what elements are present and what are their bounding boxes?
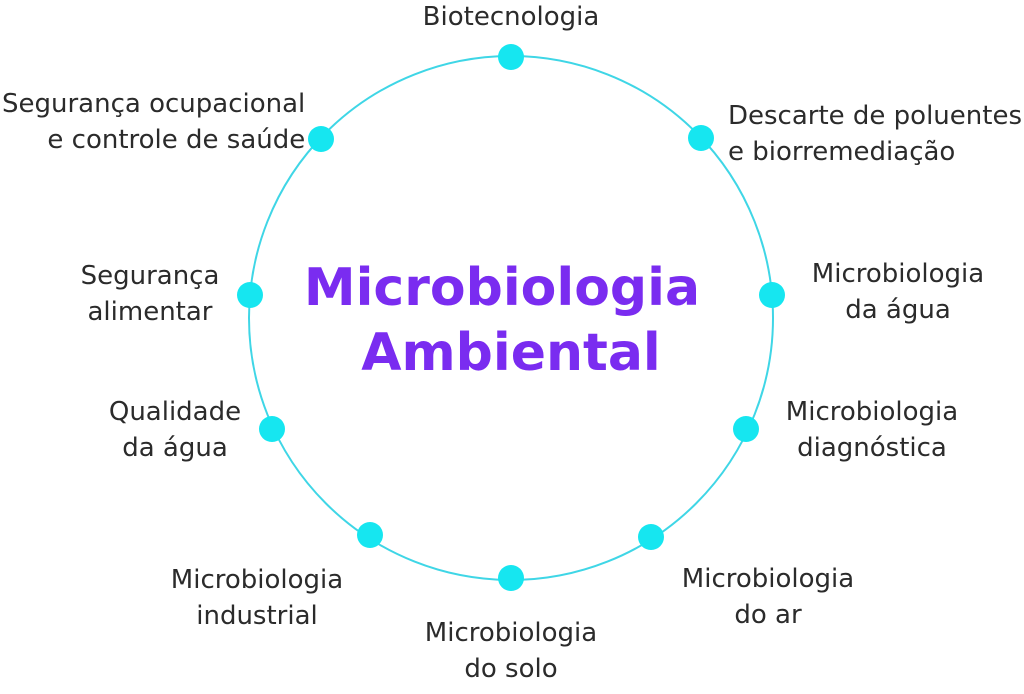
label-descarte-de-poluentes: Descarte de poluentes e biorremediação <box>728 101 1022 167</box>
label-qualidade-da-agua-line-1: Qualidade <box>109 397 241 427</box>
label-seguranca-ocupacional-line-2: e controle de saúde <box>47 125 305 155</box>
label-microbiologia-industrial: Microbiologia industrial <box>171 565 343 631</box>
node-seguranca-alimentar <box>237 282 263 308</box>
label-biotecnologia: Biotecnologia <box>423 2 600 32</box>
label-microbiologia-industrial-line-2: industrial <box>196 601 318 631</box>
label-microbiologia-do-ar: Microbiologia do ar <box>682 564 854 630</box>
label-seguranca-alimentar-line-1: Segurança <box>81 261 220 291</box>
node-seguranca-ocupacional <box>308 126 334 152</box>
node-microbiologia-da-agua <box>759 282 785 308</box>
label-microbiologia-diagnostica: Microbiologia diagnóstica <box>786 397 958 463</box>
node-microbiologia-do-ar <box>638 524 664 550</box>
node-qualidade-da-agua <box>259 416 285 442</box>
node-biotecnologia <box>498 44 524 70</box>
label-microbiologia-do-solo: Microbiologia do solo <box>425 618 597 684</box>
label-seguranca-ocupacional-line-1: Segurança ocupacional <box>2 89 305 119</box>
center-title: Microbiologia Ambiental <box>304 258 718 383</box>
label-qualidade-da-agua-line-2: da água <box>122 433 228 463</box>
label-microbiologia-diagnostica-line-2: diagnóstica <box>797 433 947 463</box>
label-microbiologia-do-solo-line-2: do solo <box>464 654 557 684</box>
label-seguranca-alimentar-line-2: alimentar <box>88 297 213 327</box>
label-microbiologia-da-agua-line-2: da água <box>845 295 951 325</box>
label-seguranca-alimentar: Segurança alimentar <box>81 261 220 327</box>
center-title-line-2: Ambiental <box>361 323 661 383</box>
label-descarte-de-poluentes-line-2: e biorremediação <box>728 137 955 167</box>
node-microbiologia-do-solo <box>498 565 524 591</box>
label-microbiologia-do-ar-line-2: do ar <box>734 600 802 630</box>
label-microbiologia-industrial-line-1: Microbiologia <box>171 565 343 595</box>
label-microbiologia-do-ar-line-1: Microbiologia <box>682 564 854 594</box>
label-descarte-de-poluentes-line-1: Descarte de poluentes <box>728 101 1022 131</box>
topic-nodes <box>237 44 785 591</box>
label-qualidade-da-agua: Qualidade da água <box>109 397 241 463</box>
label-microbiologia-do-solo-line-1: Microbiologia <box>425 618 597 648</box>
node-microbiologia-diagnostica <box>733 416 759 442</box>
label-microbiologia-diagnostica-line-1: Microbiologia <box>786 397 958 427</box>
label-biotecnologia-line-1: Biotecnologia <box>423 2 600 32</box>
label-seguranca-ocupacional: Segurança ocupacional e controle de saúde <box>2 89 305 155</box>
label-microbiologia-da-agua: Microbiologia da água <box>812 259 984 325</box>
node-microbiologia-industrial <box>357 522 383 548</box>
label-microbiologia-da-agua-line-1: Microbiologia <box>812 259 984 289</box>
center-title-line-1: Microbiologia <box>304 258 700 318</box>
node-descarte-de-poluentes <box>688 125 714 151</box>
